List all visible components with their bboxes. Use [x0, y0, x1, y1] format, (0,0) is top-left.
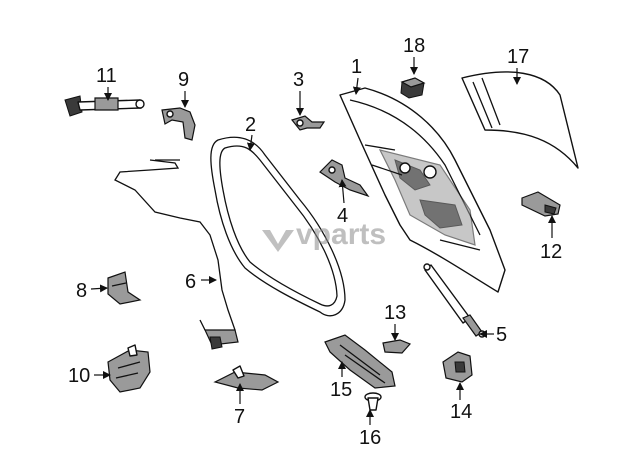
callout-2: 2: [245, 114, 256, 151]
clip-part: [107, 271, 142, 305]
trim-bracket: [324, 334, 396, 389]
handle-rod: [64, 95, 145, 117]
lock-actuator: [107, 344, 151, 393]
svg-text:10: 10: [68, 365, 90, 387]
callout-7: 7: [234, 383, 245, 428]
callout-12: 12: [540, 215, 562, 263]
callout-18: 18: [403, 35, 425, 75]
svg-text:8: 8: [76, 280, 87, 302]
release-cable: [114, 159, 239, 350]
weatherstrip-seal: [210, 136, 346, 317]
bracket-part: [319, 159, 370, 198]
callout-6: 6: [185, 271, 217, 293]
callout-11: 11: [96, 65, 117, 101]
callout-1: 1: [351, 56, 362, 95]
callout-4: 4: [337, 179, 348, 227]
svg-text:18: 18: [403, 35, 425, 57]
svg-text:5: 5: [496, 324, 507, 346]
svg-text:vparts: vparts: [296, 218, 386, 251]
bumper-part: [442, 351, 473, 383]
watermark: vparts: [262, 218, 386, 252]
latch-part: [290, 115, 326, 131]
callout-17: 17: [507, 46, 529, 85]
callout-5: 5: [479, 324, 507, 346]
hinge-part: [161, 107, 196, 141]
callout-3: 3: [293, 69, 304, 116]
callout-15: 15: [330, 361, 352, 401]
cube-part: [400, 77, 426, 99]
svg-text:3: 3: [293, 69, 304, 91]
liftgate-panel: [339, 87, 506, 293]
svg-text:17: 17: [507, 46, 529, 68]
small-block: [382, 339, 412, 354]
svg-text:6: 6: [185, 271, 196, 293]
callout-8: 8: [76, 280, 108, 302]
svg-text:9: 9: [178, 69, 189, 91]
svg-text:4: 4: [337, 205, 348, 227]
outer-panel: [461, 71, 579, 169]
svg-text:14: 14: [450, 401, 472, 423]
plug-part: [364, 392, 382, 411]
callout-13: 13: [384, 302, 406, 341]
callout-9: 9: [178, 69, 189, 108]
svg-text:11: 11: [96, 65, 117, 87]
svg-text:1: 1: [351, 56, 362, 78]
switch-part: [521, 191, 561, 217]
callout-10: 10: [68, 365, 111, 387]
svg-text:13: 13: [384, 302, 406, 324]
svg-text:7: 7: [234, 406, 245, 428]
svg-text:15: 15: [330, 379, 352, 401]
callout-14: 14: [450, 382, 472, 423]
svg-text:2: 2: [245, 114, 256, 136]
base-plate: [213, 365, 280, 391]
svg-text:16: 16: [359, 427, 381, 449]
callout-16: 16: [359, 409, 381, 449]
svg-text:12: 12: [540, 241, 562, 263]
